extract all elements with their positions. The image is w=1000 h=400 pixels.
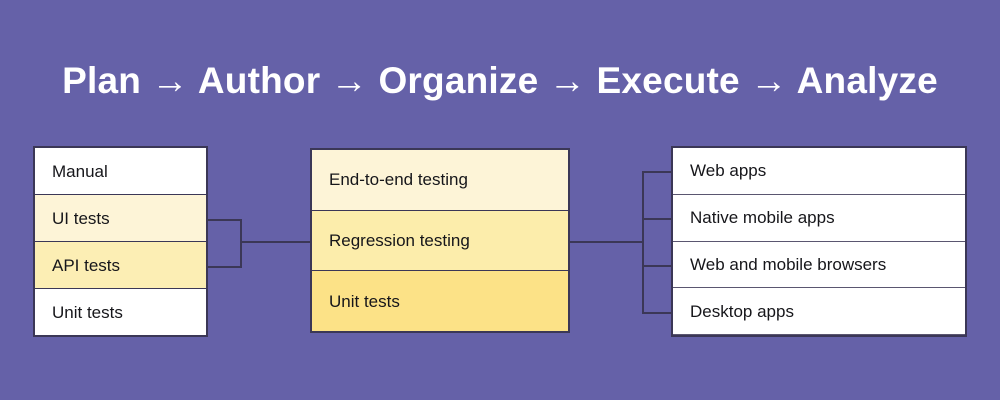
right-bracket-spine (642, 171, 644, 313)
list-item[interactable]: UI tests (35, 195, 206, 242)
list-item[interactable]: Web and mobile browsers (673, 241, 965, 289)
list-item[interactable]: Unit tests (35, 289, 206, 335)
test-types-label-1: UI tests (52, 208, 110, 228)
test-types-label-2: API tests (52, 255, 121, 275)
test-levels-label-2: Unit tests (329, 291, 400, 311)
test-targets-label-3: Desktop apps (690, 301, 794, 321)
list-item[interactable]: Desktop apps (673, 288, 965, 335)
left-bracket-stub-bottom (208, 266, 242, 268)
list-item[interactable]: Web apps (673, 148, 965, 195)
list-item[interactable]: Unit tests (312, 271, 568, 332)
page-title: Plan → Author → Organize → Execute → Ana… (62, 60, 938, 101)
right-bracket-stub-1 (642, 171, 673, 173)
list-item[interactable]: API tests (35, 242, 206, 289)
test-targets-column: Web apps Native mobile apps Web and mobi… (671, 146, 967, 337)
right-bracket-stub-4 (642, 312, 673, 314)
list-item[interactable]: End-to-end testing (312, 150, 568, 211)
test-targets-label-0: Web apps (690, 161, 767, 181)
right-bracket-stub-3 (642, 265, 673, 267)
list-item[interactable]: Manual (35, 148, 206, 195)
test-types-column: Manual UI tests API tests Unit tests (33, 146, 208, 337)
test-types-label-3: Unit tests (52, 302, 123, 322)
test-levels-column: End-to-end testing Regression testing Un… (310, 148, 570, 333)
test-levels-label-1: Regression testing (329, 231, 470, 250)
test-targets-label-2: Web and mobile browsers (690, 254, 887, 274)
test-targets-label-1: Native mobile apps (690, 208, 835, 228)
left-bracket-spine (240, 219, 242, 268)
test-types-label-0: Manual (52, 161, 108, 181)
list-item[interactable]: Regression testing (312, 210, 568, 272)
list-item[interactable]: Native mobile apps (673, 194, 965, 242)
right-bracket-stub-2 (642, 218, 673, 220)
test-levels-label-0: End-to-end testing (329, 170, 468, 190)
left-bracket-stub-top (208, 219, 242, 221)
right-bracket-trunk (570, 241, 644, 243)
left-bracket-trunk (240, 241, 312, 243)
